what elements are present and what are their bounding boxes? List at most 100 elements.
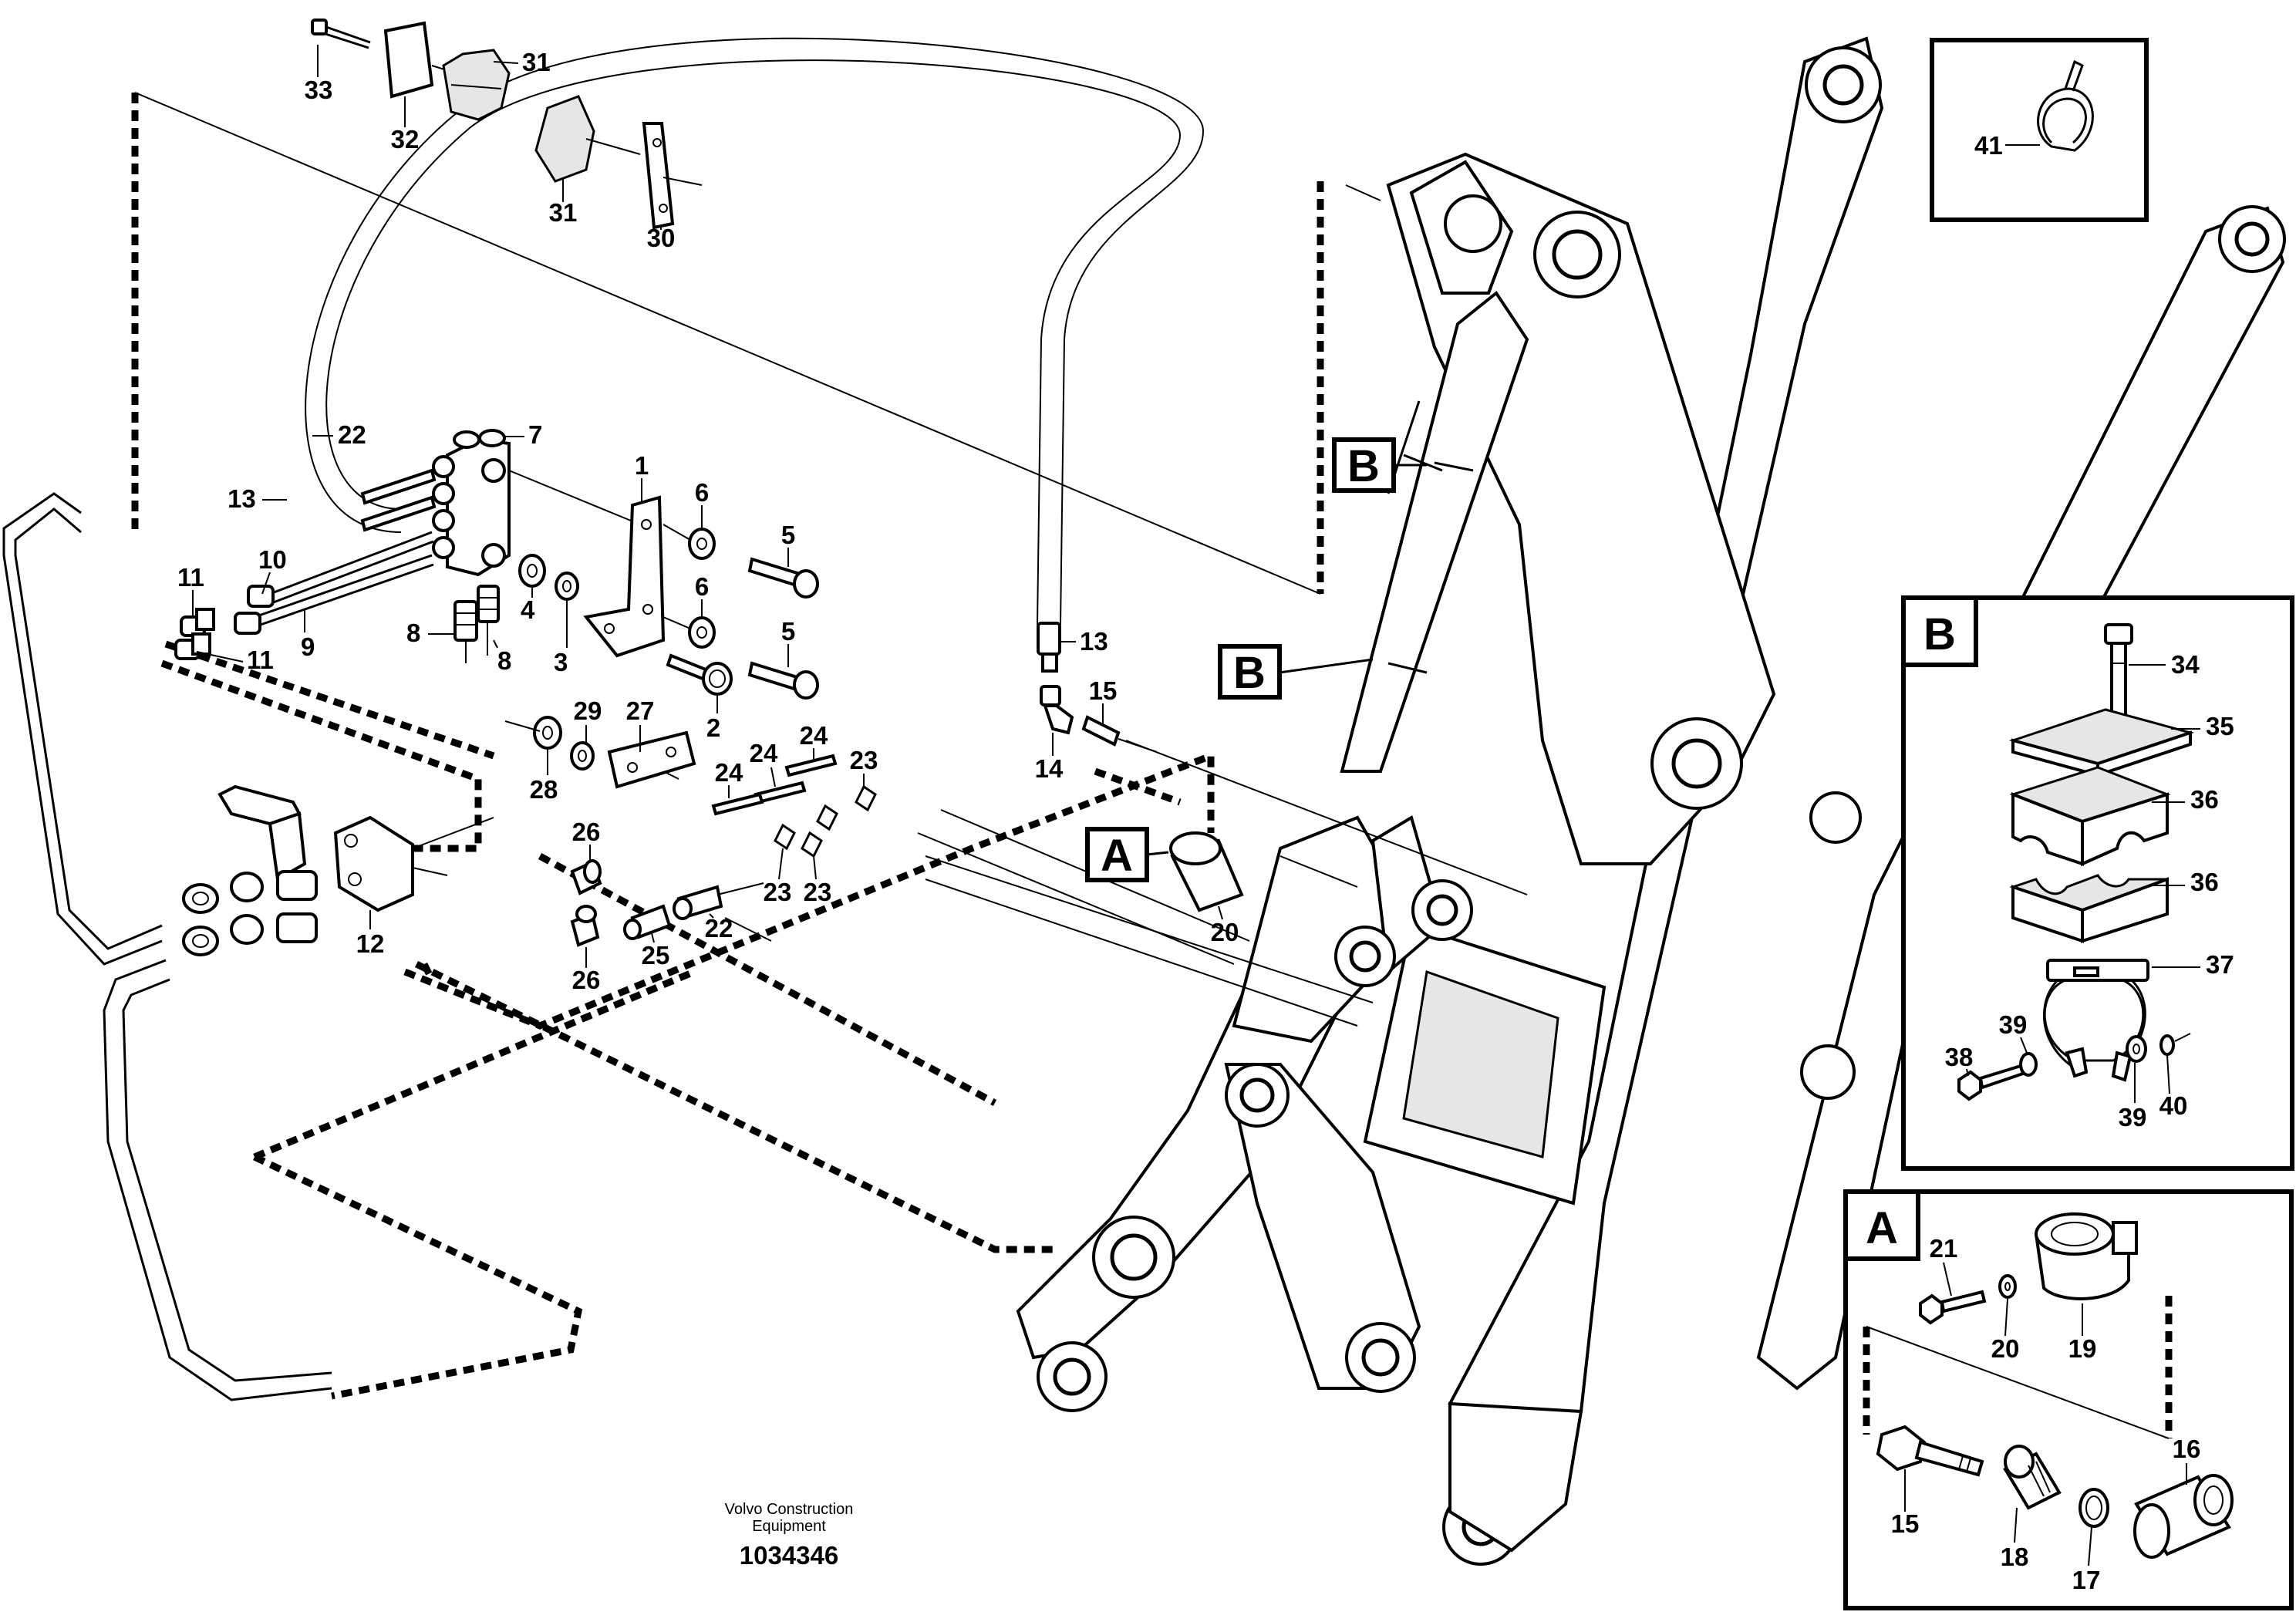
inset-cable-tie-41: 41 bbox=[1930, 38, 2149, 222]
label-31b: 31 bbox=[549, 198, 578, 227]
part-12-clamp-block bbox=[217, 784, 494, 912]
part-26-elbows bbox=[570, 859, 602, 947]
label-23b: 23 bbox=[764, 878, 792, 906]
part-24-bolts bbox=[711, 754, 838, 816]
part-20-sleeve bbox=[1169, 831, 1244, 912]
part-3-washer bbox=[555, 572, 579, 601]
part-31-clamp-upper bbox=[442, 49, 511, 121]
label-33: 33 bbox=[305, 76, 333, 104]
label-38: 38 bbox=[1945, 1043, 1974, 1071]
label-21: 21 bbox=[1930, 1234, 1958, 1263]
manifold-hoses bbox=[174, 468, 437, 660]
label-13a: 13 bbox=[228, 484, 256, 513]
label-17: 17 bbox=[2072, 1566, 2101, 1594]
inset-b-letter: B bbox=[1923, 609, 1956, 659]
caption-line1: Volvo Construction bbox=[725, 1501, 854, 1518]
svg-text:A: A bbox=[1101, 831, 1133, 881]
label-20b: 20 bbox=[1991, 1334, 2020, 1363]
part-27-plate bbox=[607, 730, 696, 789]
part-23-clips bbox=[774, 784, 877, 858]
label-20a: 20 bbox=[1211, 918, 1239, 946]
label-1: 1 bbox=[635, 451, 649, 480]
label-31a: 31 bbox=[522, 48, 551, 76]
label-37: 37 bbox=[2206, 950, 2234, 979]
document-number: 1034346 bbox=[740, 1541, 838, 1570]
label-10: 10 bbox=[258, 545, 287, 574]
label-9: 9 bbox=[301, 632, 315, 661]
label-35: 35 bbox=[2206, 712, 2234, 740]
label-39b: 39 bbox=[2119, 1103, 2147, 1131]
label-28: 28 bbox=[530, 775, 558, 804]
inset-a-fitting-assembly: A 21 20 19 15 18 bbox=[1843, 1189, 2294, 1610]
hose-end-fittings bbox=[1037, 622, 1158, 753]
inset-a-letter: A bbox=[1866, 1203, 1898, 1253]
label-2: 2 bbox=[706, 713, 720, 742]
label-6b: 6 bbox=[695, 572, 709, 601]
part-5-bolts bbox=[747, 557, 819, 700]
part-29-washer bbox=[570, 741, 595, 771]
part-6-washer-lower bbox=[688, 616, 716, 649]
lift-arm-assembly bbox=[1016, 36, 2286, 1566]
label-13b: 13 bbox=[1080, 627, 1108, 656]
label-24c: 24 bbox=[715, 758, 743, 787]
label-39a: 39 bbox=[1999, 1010, 2028, 1039]
label-16: 16 bbox=[2173, 1435, 2201, 1463]
part-labels: 33 32 31 31 30 22 13 7 1 6 5 6 5 11 10 9… bbox=[177, 45, 1239, 994]
label-3: 3 bbox=[554, 648, 568, 676]
label-8a: 8 bbox=[406, 619, 420, 647]
callout-b-main: B bbox=[1332, 437, 1427, 493]
inset-b-clamp-stack: B 34 35 36 36 37 bbox=[1901, 595, 2294, 1171]
label-36b: 36 bbox=[2190, 868, 2219, 896]
label-24b: 24 bbox=[750, 739, 778, 767]
label-40: 40 bbox=[2159, 1091, 2188, 1120]
label-6a: 6 bbox=[695, 478, 709, 507]
label-14: 14 bbox=[1035, 754, 1064, 783]
callout-a-main: A bbox=[1085, 827, 1169, 882]
label-15b: 15 bbox=[1891, 1509, 1920, 1538]
document-caption: Volvo Construction Equipment 1034346 bbox=[725, 1501, 854, 1570]
label-7: 7 bbox=[528, 420, 542, 449]
label-8b: 8 bbox=[497, 646, 511, 675]
part-7-manifold bbox=[432, 429, 641, 577]
callout-b-lower: B bbox=[1218, 644, 1374, 700]
label-41: 41 bbox=[1974, 131, 2003, 160]
label-36a: 36 bbox=[2190, 785, 2219, 814]
part-33-bolt bbox=[311, 19, 371, 49]
label-32: 32 bbox=[391, 125, 420, 153]
bottom-fittings bbox=[182, 870, 318, 956]
part-4-washer bbox=[518, 554, 546, 588]
left-pipes bbox=[2, 492, 332, 1401]
label-12: 12 bbox=[356, 929, 385, 958]
part-31-clamp-lower bbox=[534, 95, 595, 183]
part-30-plate bbox=[642, 122, 675, 230]
label-23c: 23 bbox=[804, 878, 832, 906]
label-4: 4 bbox=[521, 595, 535, 624]
part-1-bracket bbox=[583, 495, 666, 658]
caption-line2: Equipment bbox=[752, 1518, 826, 1535]
hose-22-loop bbox=[305, 37, 1205, 626]
dashed-connection-lines bbox=[131, 93, 1324, 1400]
label-22b: 22 bbox=[705, 914, 733, 943]
label-5b: 5 bbox=[781, 617, 795, 646]
part-2-bolt bbox=[666, 653, 733, 696]
label-11b: 11 bbox=[247, 646, 274, 674]
svg-text:B: B bbox=[1347, 441, 1380, 491]
label-22a: 22 bbox=[338, 420, 366, 449]
label-25: 25 bbox=[642, 941, 670, 969]
label-27: 27 bbox=[626, 696, 655, 725]
label-26b: 26 bbox=[572, 966, 601, 994]
svg-text:B: B bbox=[1233, 648, 1266, 698]
label-29: 29 bbox=[574, 696, 602, 725]
part-25-22-fittings bbox=[623, 882, 764, 940]
part-28-washer bbox=[533, 716, 562, 750]
label-15a: 15 bbox=[1089, 676, 1118, 705]
label-5a: 5 bbox=[781, 521, 795, 549]
label-11a: 11 bbox=[177, 563, 204, 592]
part-8-fittings bbox=[453, 585, 500, 663]
label-23a: 23 bbox=[850, 746, 878, 774]
label-18: 18 bbox=[2001, 1543, 2029, 1571]
label-26a: 26 bbox=[572, 818, 601, 846]
label-34: 34 bbox=[2171, 650, 2200, 679]
part-32-plate bbox=[383, 21, 434, 99]
